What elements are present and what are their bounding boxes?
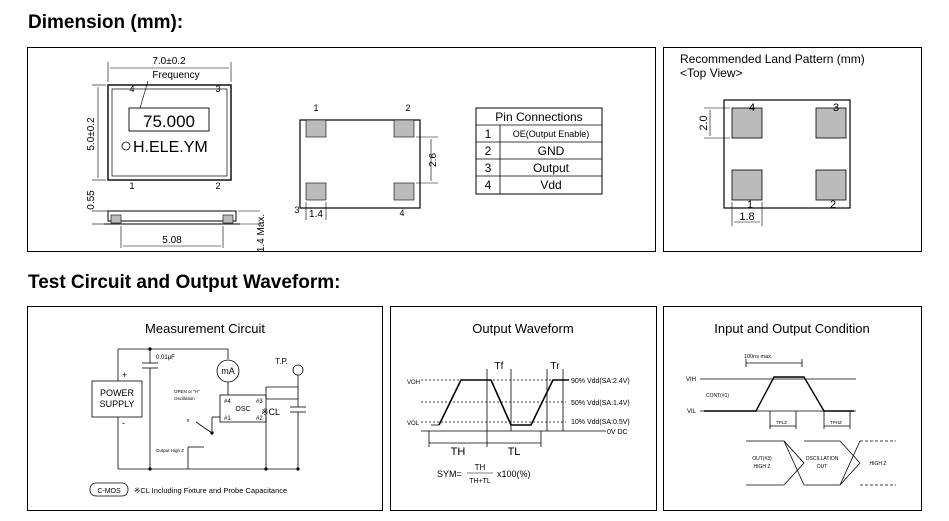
vol-label: VOL xyxy=(407,421,420,427)
supply-minus: - xyxy=(122,418,125,428)
bottom-pin-1: 1 xyxy=(313,103,318,113)
capacitor-value: 0.01μF xyxy=(156,355,175,361)
frequency-label: Frequency xyxy=(152,70,199,81)
pin-table-title: Pin Connections xyxy=(495,110,582,124)
height-dimension: 5.0±0.2 xyxy=(86,117,97,151)
max-delay-label: 100ns max. xyxy=(744,354,773,360)
sym-suffix: x100(%) xyxy=(497,469,531,479)
dimension-26: 2.6 xyxy=(428,153,439,167)
brand-marking: H.ELE.YM xyxy=(133,139,208,156)
test-circuit-section-title: Test Circuit and Output Waveform: xyxy=(28,272,341,293)
oscillation-out-label: OUT xyxy=(817,464,828,470)
fall-time-label: Tf xyxy=(495,361,504,372)
level-0-label: 0V DC xyxy=(607,429,628,436)
frequency-value: 75.000 xyxy=(143,112,195,131)
bottom-pin-2: 2 xyxy=(405,103,410,113)
load-capacitor-label: ※CL xyxy=(261,407,280,417)
pin-row-3-num: 3 xyxy=(485,161,492,175)
oscillation-label: OSCILLATION xyxy=(806,456,839,462)
pin-row-3-name: Output xyxy=(533,161,570,175)
land-pin-4: 4 xyxy=(749,102,755,114)
measurement-circuit-title: Measurement Circuit xyxy=(145,321,265,336)
sym-numerator: TH xyxy=(475,463,486,472)
bottom-pin-3: 3 xyxy=(294,205,299,215)
package-bottom-view: 1 2 3 4 1.4 2.6 xyxy=(294,103,439,220)
pin1-marker-icon xyxy=(121,141,131,151)
dimension-14-max: 1.4 Max. xyxy=(256,214,267,252)
output-waveform-title: Output Waveform xyxy=(472,321,573,336)
th-label: TH xyxy=(451,446,466,458)
osc-pin-4: #4 xyxy=(224,399,231,405)
cmos-badge: C-MOS xyxy=(97,488,121,495)
rise-time-label: Tr xyxy=(550,361,560,372)
io-condition-panel: Input and Output Condition 100ns max. VI… xyxy=(663,306,922,511)
pin-row-2-num: 2 xyxy=(485,144,492,158)
tphz-label: TPHZ xyxy=(830,420,842,425)
cont-label: CONT(#1) xyxy=(706,393,729,399)
level-90-label: 90% Vdd(SA:2.4V) xyxy=(571,378,630,385)
level-10-label: 10% Vdd(SA:0.5V) xyxy=(571,419,630,426)
osc-pin-3: #3 xyxy=(256,399,263,405)
pin-label-top-left: 4 xyxy=(129,84,134,94)
dimension-055: 0.55 xyxy=(86,190,97,210)
osc-label: OSC xyxy=(235,406,250,413)
land-pin-3: 3 xyxy=(833,102,839,114)
power-supply-label-1: POWER xyxy=(100,388,135,398)
measurement-circuit-panel: Measurement Circuit POWER SUPP xyxy=(27,306,383,511)
dimension-508: 5.08 xyxy=(162,235,182,246)
capacitance-note: ※CL Including Fixture and Probe Capacita… xyxy=(134,486,287,495)
osc-pin-2: #2 xyxy=(256,416,263,422)
level-50-label: 50% Vdd(SA:1.4V) xyxy=(571,400,630,407)
tplz-label: TPLZ xyxy=(776,420,787,425)
io-condition-drawing: Input and Output Condition 100ns max. VI… xyxy=(686,321,896,486)
pin-label-bottom-left: 1 xyxy=(129,181,134,191)
output-high-z-label: Output High Z xyxy=(156,448,184,453)
vil-label: VIL xyxy=(687,409,697,415)
test-point-label: T.P. xyxy=(275,357,288,366)
tl-label: TL xyxy=(508,446,521,458)
pin-label-top-right: 3 xyxy=(215,84,220,94)
land-pattern-subtitle: <Top View> xyxy=(680,66,743,80)
width-dimension: 7.0±0.2 xyxy=(152,56,186,67)
pin-row-2-name: GND xyxy=(538,144,565,158)
vih-label: VIH xyxy=(686,377,696,383)
dimension-panel: 7.0±0.2 Frequency 4 3 75.000 H.ELE.YM 1 … xyxy=(27,47,656,252)
dimension-drawing: 7.0±0.2 Frequency 4 3 75.000 H.ELE.YM 1 … xyxy=(86,56,603,252)
package-top-view: 7.0±0.2 Frequency 4 3 75.000 H.ELE.YM 1 … xyxy=(86,56,232,191)
land-dimension-18: 1.8 xyxy=(739,211,754,223)
high-z-label: HIGH Z xyxy=(870,461,887,467)
dimension-14: 1.4 xyxy=(309,209,323,220)
pin-row-4-name: Vdd xyxy=(540,178,561,192)
land-pin-1: 1 xyxy=(747,199,753,211)
land-pattern-title: Recommended Land Pattern (mm) xyxy=(680,52,865,66)
sym-denominator: TH+TL xyxy=(469,478,491,485)
measurement-circuit-drawing: Measurement Circuit POWER SUPP xyxy=(89,321,306,497)
supply-plus: + xyxy=(122,370,127,380)
bottom-pin-4: 4 xyxy=(399,208,404,218)
pin-connections-table: Pin Connections 1 OE(Output Enable) 2 GN… xyxy=(475,107,603,195)
land-pin-2: 2 xyxy=(830,199,836,211)
dimension-section-title: Dimension (mm): xyxy=(28,12,184,33)
out3-label: OUT(#3) xyxy=(752,456,772,462)
open-h-label: OPEN or "H" xyxy=(174,389,200,394)
pin-row-1-name: OE(Output Enable) xyxy=(513,129,590,139)
out-high-z-label: HIGH Z xyxy=(754,464,771,470)
pin-label-bottom-right: 2 xyxy=(215,181,220,191)
voh-label: VOH xyxy=(407,380,420,386)
sym-prefix: SYM= xyxy=(437,469,462,479)
ammeter-icon: mA xyxy=(221,366,235,376)
output-waveform-drawing: Output Waveform VOH VOL Tf Tr 90% Vdd(SA… xyxy=(407,321,630,485)
pin-row-4-num: 4 xyxy=(485,178,492,192)
osc-pin-1: #1 xyxy=(224,416,231,422)
package-side-view: 0.55 5.08 1.4 Max. xyxy=(86,190,267,252)
land-pattern-panel: Recommended Land Pattern (mm) <Top View>… xyxy=(663,47,922,252)
land-pattern-drawing: Recommended Land Pattern (mm) <Top View>… xyxy=(680,52,865,226)
oscillation-label: Oscillation xyxy=(174,396,195,401)
power-supply-label-2: SUPPLY xyxy=(100,399,135,409)
io-condition-title: Input and Output Condition xyxy=(714,321,869,336)
pin-row-1-num: 1 xyxy=(485,127,492,141)
land-dimension-20: 2.0 xyxy=(698,115,710,130)
output-waveform-panel: Output Waveform VOH VOL Tf Tr 90% Vdd(SA… xyxy=(390,306,657,511)
